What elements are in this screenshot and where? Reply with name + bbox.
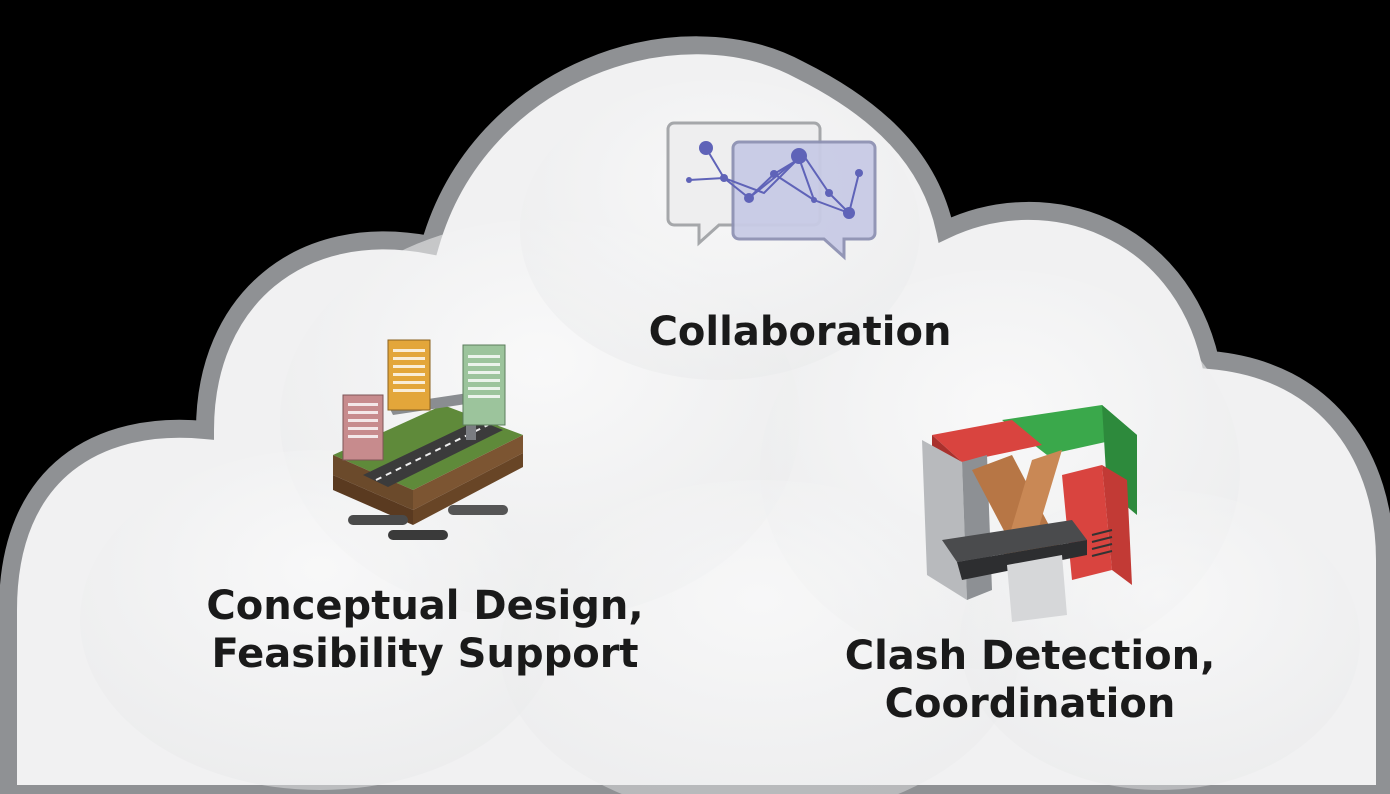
collaboration-label: Collaboration [648,309,952,355]
clash-detection-label-line2: Coordination [884,681,1176,727]
clash-detection-label-line1: Clash Detection, [844,633,1216,679]
clash-detection-label: Clash Detection, Coordination [790,632,1270,728]
city-infrastructure-icon [333,339,523,540]
clash-detection-icon [922,405,1137,622]
conceptual-design-label-line1: Conceptual Design, [206,583,644,629]
collaboration-icon [666,121,877,261]
conceptual-design-label: Conceptual Design, Feasibility Support [170,582,680,678]
conceptual-design-label-line2: Feasibility Support [211,631,639,677]
